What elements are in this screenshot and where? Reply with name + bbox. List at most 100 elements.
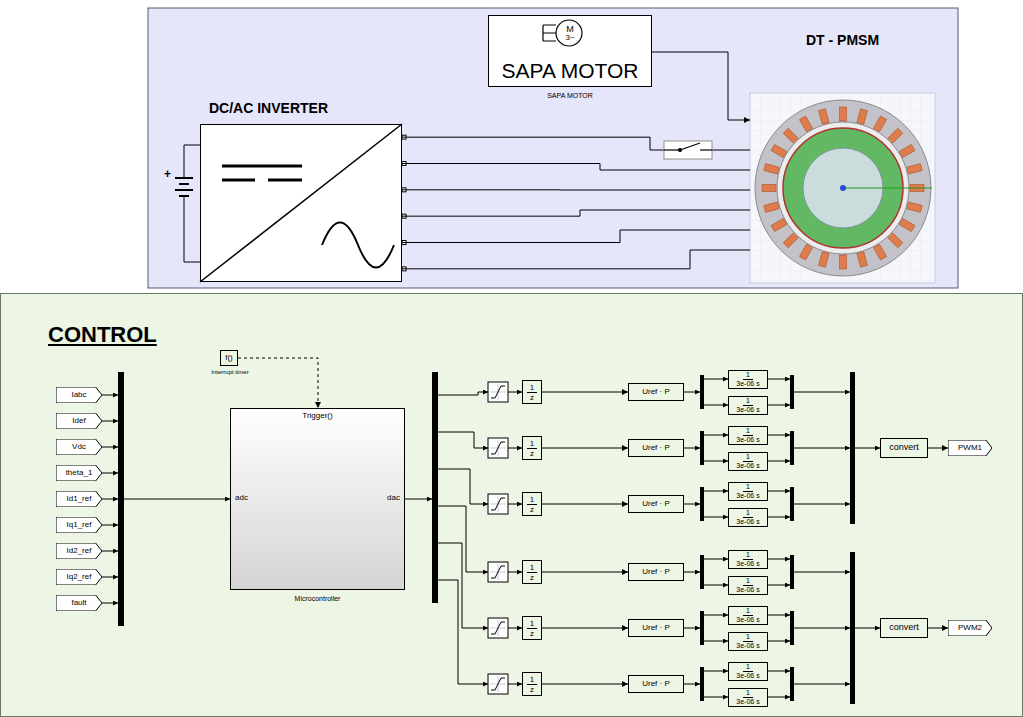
shape-rect xyxy=(790,555,794,589)
transfer-block: 13e-06 s xyxy=(728,632,768,651)
from-tag: Iq2_ref xyxy=(56,569,102,585)
layout-path xyxy=(508,448,522,449)
shape-rect xyxy=(888,128,903,143)
layout-path xyxy=(684,504,700,505)
node-text: 1 xyxy=(743,509,753,518)
transfer-block: 13e-06 s xyxy=(728,688,768,707)
layout-path xyxy=(704,461,728,462)
layout-path xyxy=(322,223,394,268)
node-text: 3e-06 s xyxy=(736,672,759,680)
node-text: 3e-06 s xyxy=(736,406,759,414)
layout-polygon xyxy=(948,440,992,456)
shape-rect xyxy=(488,494,508,514)
node-text: fault xyxy=(71,599,86,608)
layout-path xyxy=(491,678,505,690)
shape-rect xyxy=(700,375,704,409)
node-text: M xyxy=(563,25,577,34)
shape-rect xyxy=(907,202,922,212)
layout-path xyxy=(768,491,790,492)
layout-line xyxy=(200,124,402,282)
from-tag: fault xyxy=(56,595,102,611)
shape-rect xyxy=(799,244,812,260)
shape-rect xyxy=(771,144,787,157)
shape-rect xyxy=(750,93,935,283)
shape-rect xyxy=(764,202,779,212)
layout-path xyxy=(438,392,488,395)
function-block: f()Interrupt timer xyxy=(220,350,238,366)
layout-path xyxy=(490,496,506,512)
node-text: 3~ xyxy=(561,34,579,42)
delay-block: 1z xyxy=(522,560,542,584)
node-text: Vdc xyxy=(72,443,86,452)
layout-path xyxy=(794,572,850,573)
shape-rect xyxy=(790,667,794,701)
transfer-block: 13e-06 s xyxy=(728,396,768,415)
shape-rect xyxy=(819,109,829,124)
layout-path xyxy=(704,697,728,698)
shape-rect xyxy=(700,667,704,701)
shape-circle xyxy=(840,185,846,191)
shape-rect xyxy=(783,128,798,143)
node-text: z xyxy=(530,393,534,402)
gain-block: Uref · P xyxy=(628,495,684,513)
node-text: SAPA MOTOR xyxy=(489,59,651,83)
convert-block: convert xyxy=(880,438,928,458)
layout-g xyxy=(175,170,193,208)
gain-block: Uref · P xyxy=(628,675,684,693)
node-text: 3e-06 s xyxy=(736,642,759,650)
shape-rect xyxy=(790,611,794,645)
layout-line xyxy=(664,149,680,150)
motor-block: M3~SAPA MOTORSAPA MOTOR xyxy=(488,15,652,87)
shape-rect xyxy=(118,372,124,626)
transfer-block: 13e-06 s xyxy=(728,370,768,389)
layout-path xyxy=(491,498,505,510)
node-text: DC/AC INVERTER xyxy=(209,101,328,116)
shape-circle xyxy=(755,100,931,276)
node-text: adc xyxy=(235,494,248,503)
shape-rect xyxy=(771,218,787,231)
delay-block: 1z xyxy=(522,492,542,516)
layout-path xyxy=(794,504,850,505)
wire-connector xyxy=(542,504,628,505)
layout-path xyxy=(491,386,505,398)
node-text: Trigger() xyxy=(231,412,404,421)
node-text: z xyxy=(530,629,534,638)
node-text: z xyxy=(530,449,534,458)
layout-path xyxy=(508,684,522,685)
layout-polygon xyxy=(56,491,102,507)
layout-path xyxy=(768,641,790,642)
layout-path xyxy=(102,395,118,396)
layout-path xyxy=(490,440,506,456)
layout-line xyxy=(184,196,185,208)
transfer-block: 13e-06 s xyxy=(728,426,768,445)
node-text: f() xyxy=(225,354,233,363)
gain-block: Uref · P xyxy=(628,439,684,457)
shape-rect xyxy=(488,438,508,458)
node-text: Iq1_ref xyxy=(67,521,92,530)
layout-polygon xyxy=(56,517,102,533)
shape-rect xyxy=(857,252,867,267)
shape-rect xyxy=(762,185,776,192)
shape-rect xyxy=(873,244,886,260)
node-text: SAPA MOTOR xyxy=(489,91,651,100)
node-text: 1 xyxy=(527,383,537,393)
shape-rect xyxy=(850,372,855,524)
shape-rect xyxy=(488,618,508,638)
layout-line xyxy=(175,189,193,191)
layout-polygon xyxy=(56,543,102,559)
node-text: 3e-06 s xyxy=(736,560,759,568)
from-tag: Vdc xyxy=(56,439,102,455)
from-tag: theta_1 xyxy=(56,465,102,481)
layout-path xyxy=(490,564,506,580)
layout-line xyxy=(175,177,193,179)
microcontroller-block: Trigger()adcdacMicrocontroller xyxy=(230,408,405,590)
transfer-block: 13e-06 s xyxy=(728,606,768,625)
shape-rect xyxy=(700,431,704,465)
node-text: 1 xyxy=(743,397,753,406)
node-text: dac xyxy=(387,494,400,503)
node-text: Microcontroller xyxy=(231,595,404,603)
shape-rect xyxy=(764,164,779,174)
node-text: Uref · P xyxy=(642,444,670,453)
